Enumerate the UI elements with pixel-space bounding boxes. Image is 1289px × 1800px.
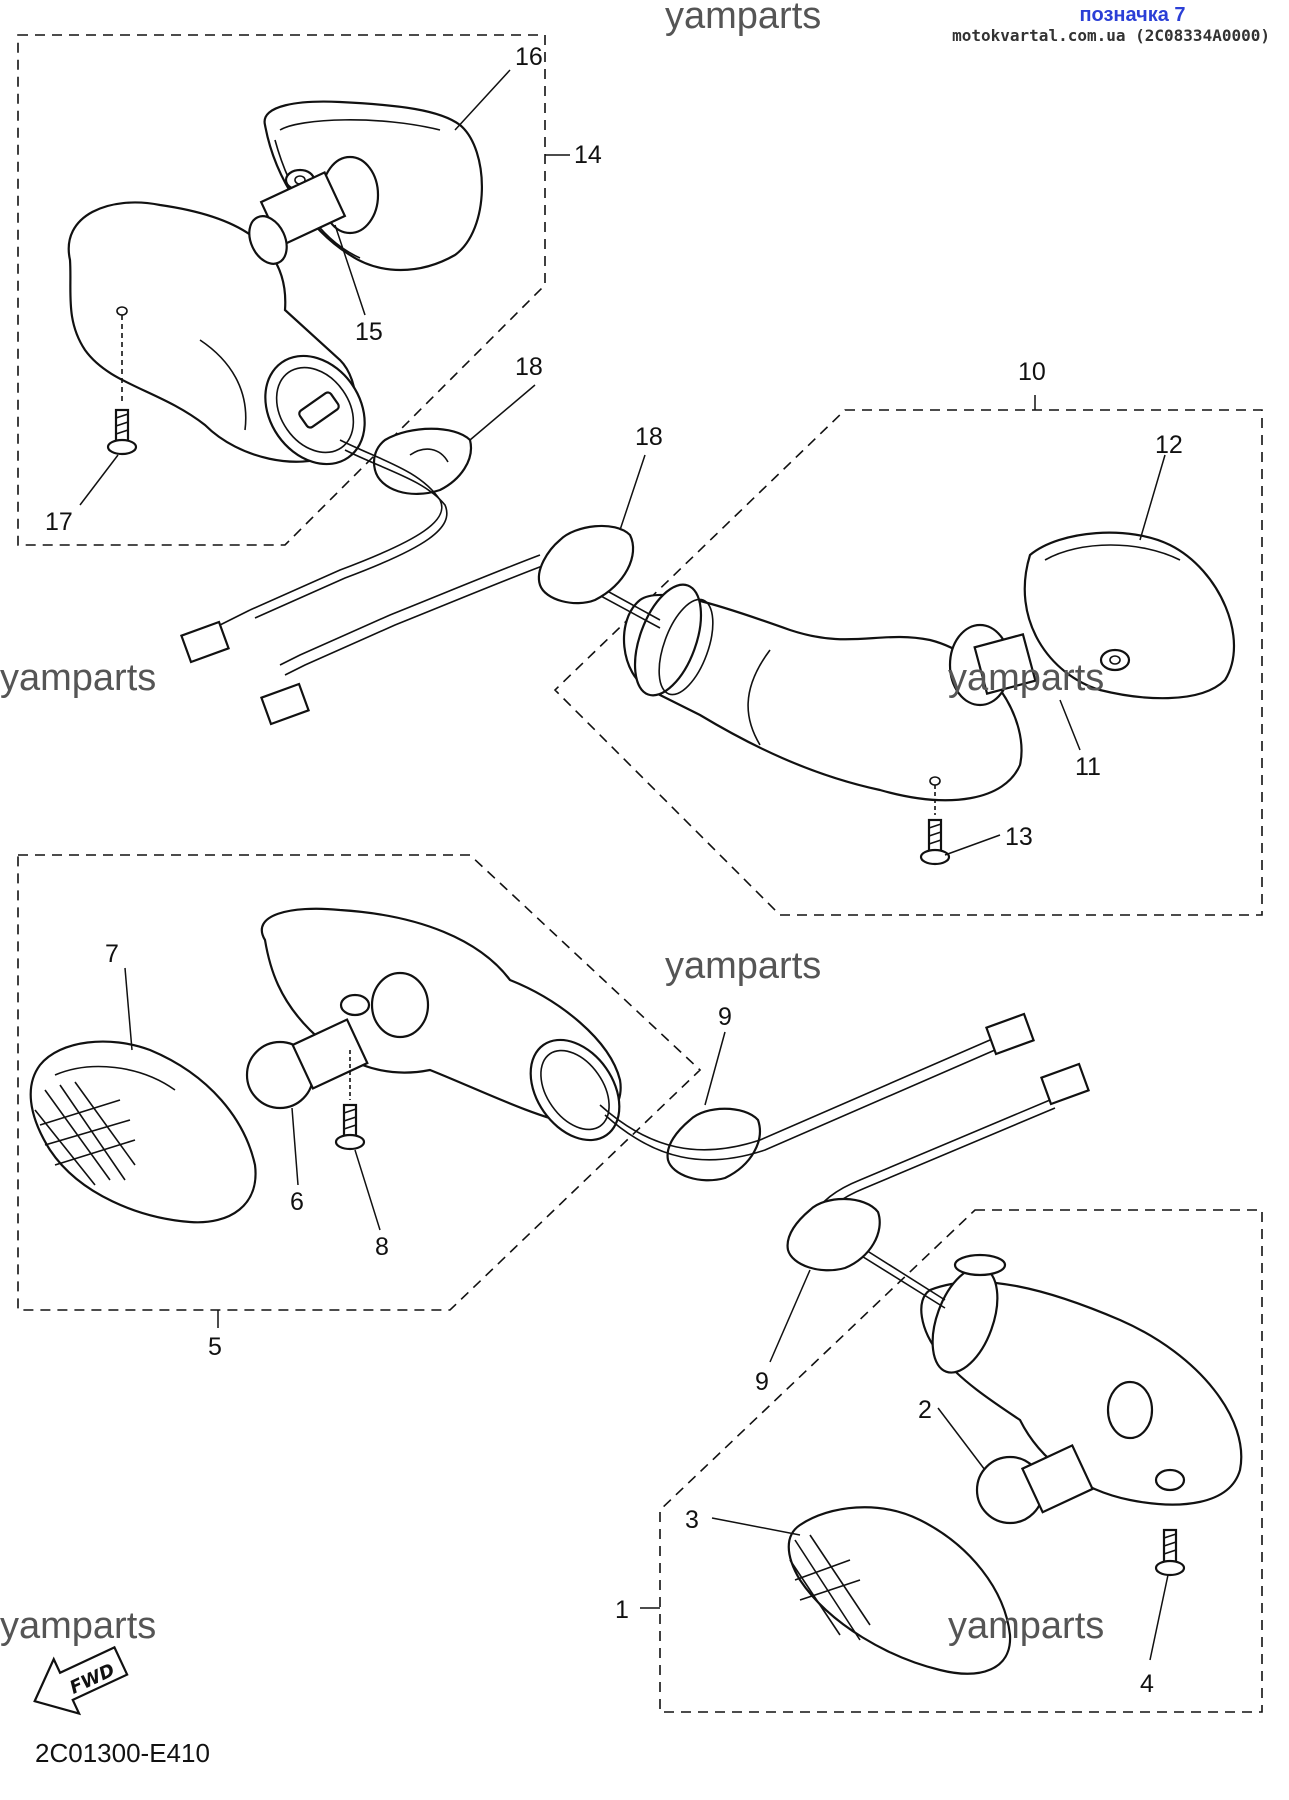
watermark-right: yamparts — [948, 657, 1104, 699]
watermarks: yamparts yamparts yamparts yamparts yamp… — [0, 0, 1104, 1647]
callout-18-upper: 18 — [515, 353, 543, 381]
callout-10: 10 — [1018, 358, 1046, 386]
group-box-14 — [17, 34, 546, 546]
callout-1: 1 — [615, 1596, 629, 1624]
callout-6: 6 — [290, 1188, 304, 1216]
callout-14: 14 — [574, 141, 602, 169]
turn-signal-assembly-1 — [786, 1197, 1243, 1675]
callout-4: 4 — [1140, 1670, 1154, 1698]
callout-5: 5 — [208, 1333, 222, 1361]
callout-numbers: 16 14 15 17 18 18 10 12 11 13 7 6 8 9 5 … — [45, 43, 1183, 1698]
marker-label: позначка 7 — [1079, 4, 1186, 26]
callout-7: 7 — [105, 940, 119, 968]
watermark-top: yamparts — [665, 0, 821, 37]
callout-13: 13 — [1005, 823, 1033, 851]
group-box-10 — [553, 409, 1263, 916]
callout-18-right: 18 — [635, 423, 663, 451]
callout-2: 2 — [918, 1396, 932, 1424]
source-site-label: motokvartal.com.ua (2C08334A0000) — [952, 26, 1270, 45]
watermark-bottom-right: yamparts — [948, 1605, 1104, 1647]
group-box-1 — [659, 1209, 1263, 1713]
callout-15: 15 — [355, 318, 383, 346]
callout-9-upper: 9 — [718, 1003, 732, 1031]
callout-16: 16 — [515, 43, 543, 71]
diagram-code: 2C01300-E410 — [35, 1738, 210, 1768]
callout-11: 11 — [1075, 753, 1101, 781]
callout-12: 12 — [1155, 431, 1183, 459]
watermark-center: yamparts — [665, 945, 821, 987]
callout-3: 3 — [685, 1506, 699, 1534]
callout-8: 8 — [375, 1233, 389, 1261]
wire-harness-upper — [180, 439, 546, 726]
turn-signal-assembly-5 — [29, 907, 761, 1224]
watermark-left: yamparts — [0, 657, 156, 699]
turn-signal-assembly-14 — [67, 100, 483, 495]
turn-signal-assembly-10 — [537, 524, 1235, 866]
leader-lines — [79, 69, 1169, 1661]
fwd-arrow-icon: FWD — [33, 1645, 129, 1716]
watermark-bottom-left: yamparts — [0, 1605, 156, 1647]
callout-17: 17 — [45, 508, 73, 536]
callout-9-lower: 9 — [755, 1368, 769, 1396]
group-box-5 — [17, 854, 702, 1311]
